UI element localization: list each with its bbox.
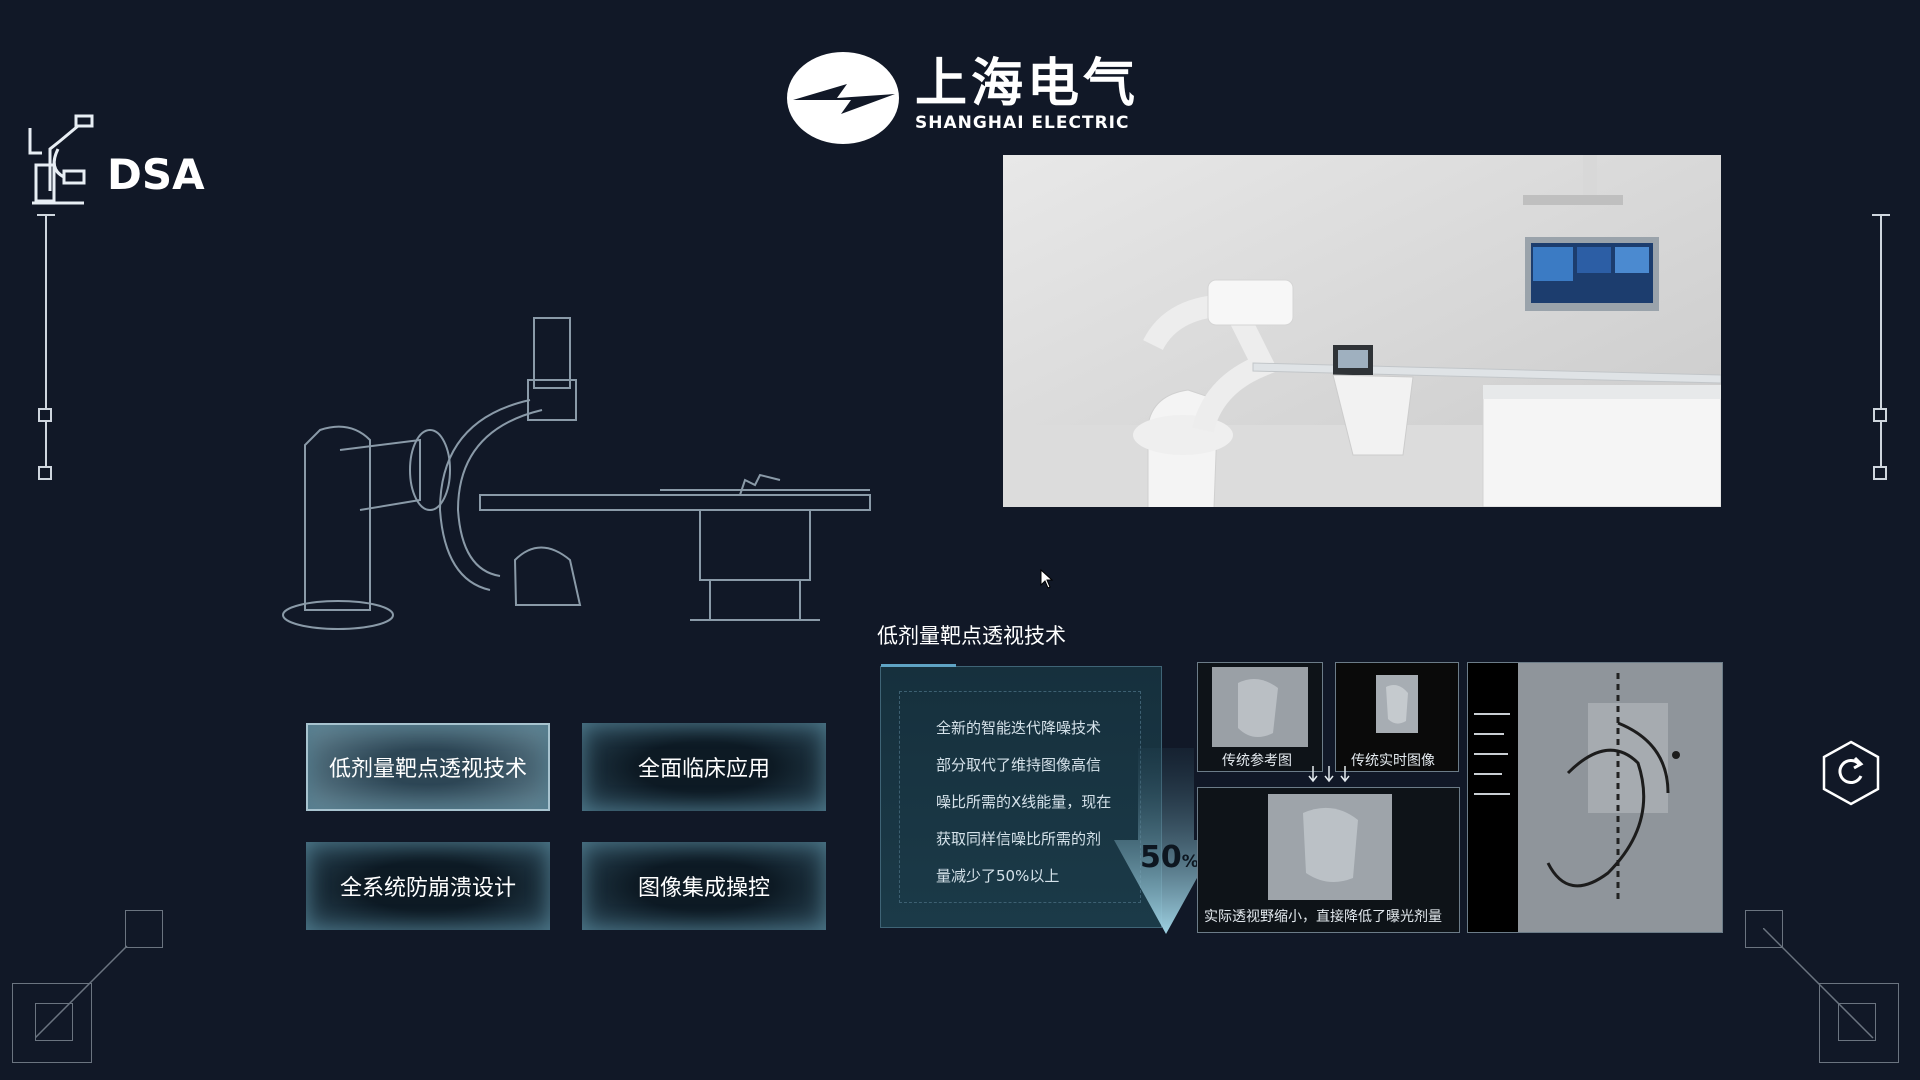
- result-image: [1197, 787, 1460, 933]
- corner-frame-left: [12, 983, 92, 1063]
- reference-image-caption: 传统参考图: [1222, 753, 1292, 769]
- reduction-value: 50: [1140, 840, 1182, 875]
- corner-link-right: [1763, 928, 1874, 1039]
- shanghai-electric-logo-icon: [787, 52, 899, 144]
- corner-frame-right: [1819, 983, 1899, 1063]
- description-line: 全新的智能迭代降噪技术: [936, 719, 1102, 737]
- feature-button-anti-crash[interactable]: 全系统防崩溃设计: [306, 842, 550, 930]
- refresh-icon[interactable]: [1821, 740, 1881, 806]
- left-rail-node[interactable]: [38, 466, 52, 480]
- corner-box-left[interactable]: [125, 910, 163, 948]
- result-image-caption: 实际透视野缩小，直接降低了曝光剂量: [1204, 909, 1442, 925]
- left-rail-line: [45, 215, 47, 477]
- c-arm-icon: [28, 114, 94, 205]
- description-line: 量减少了50%以上: [936, 867, 1060, 885]
- left-rail-cap: [37, 214, 55, 216]
- dsa-machine-illustration: [282, 317, 871, 630]
- right-rail-cap: [1872, 214, 1890, 216]
- feature-button-clinical[interactable]: 全面临床应用: [582, 723, 826, 811]
- description-line: 获取同样信噪比所需的剂: [936, 830, 1102, 848]
- product-badge-label: DSA: [107, 150, 205, 199]
- down-arrows-icon: [1308, 766, 1350, 783]
- corner-link-left: [35, 945, 128, 1039]
- realtime-image: [1335, 662, 1459, 772]
- left-rail-node[interactable]: [38, 408, 52, 422]
- corner-box-right[interactable]: [1745, 910, 1783, 948]
- corner-frame-left-inner: [35, 1003, 73, 1041]
- brand-name-cn: 上海电气: [915, 54, 1140, 114]
- feature-button-low-dose[interactable]: 低剂量靶点透视技术: [306, 723, 550, 811]
- description-line: 部分取代了维持图像高信: [936, 756, 1102, 774]
- description-line: 噪比所需的X线能量，现在: [936, 793, 1112, 811]
- reduction-percent: 50%: [1140, 840, 1199, 875]
- angiography-image: [1467, 662, 1723, 933]
- cursor-icon: [1040, 569, 1054, 589]
- corner-frame-right-inner: [1838, 1003, 1876, 1041]
- product-photo: [1003, 155, 1721, 507]
- reference-image: [1197, 662, 1323, 772]
- feature-button-image-control[interactable]: 图像集成操控: [582, 842, 826, 930]
- detail-title: 低剂量靶点透视技术: [877, 624, 1066, 648]
- description-text: 全新的智能迭代降噪技术 部分取代了维持图像高信 噪比所需的X线能量，现在 获取同…: [936, 715, 1146, 900]
- right-rail-node[interactable]: [1873, 408, 1887, 422]
- description-panel: [880, 664, 1162, 928]
- brand-name-en: SHANGHAI ELECTRIC: [915, 113, 1130, 133]
- reduction-arrow-icon: [1114, 748, 1218, 934]
- reduction-unit: %: [1181, 852, 1199, 872]
- realtime-image-caption: 传统实时图像: [1351, 753, 1435, 769]
- right-rail-node[interactable]: [1873, 466, 1887, 480]
- right-rail-line: [1880, 215, 1882, 477]
